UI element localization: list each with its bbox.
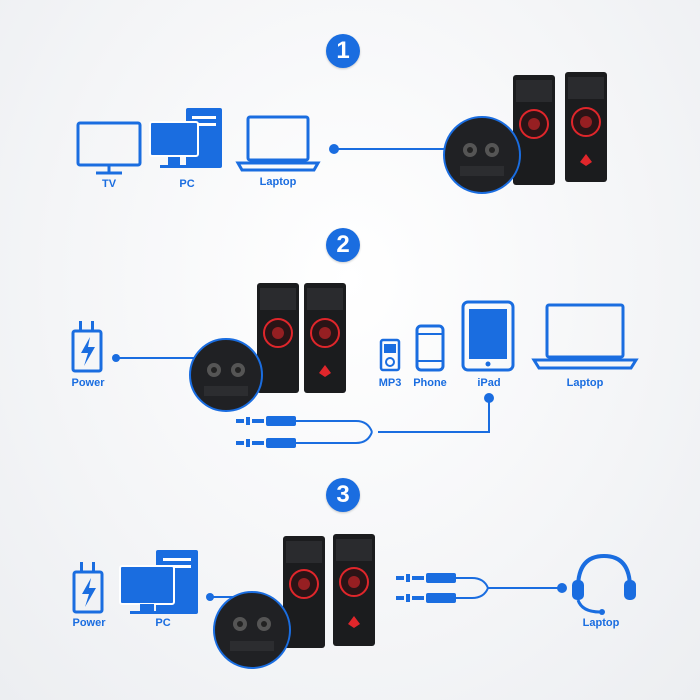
headset-icon [572,553,636,615]
tv-label: TV [101,178,117,190]
step-3-badge: 3 [326,478,360,512]
laptop-icon-1 [235,115,321,172]
mp3-label: MP3 [378,377,402,389]
speaker-set-2 [257,283,346,393]
pc-icon-3 [119,550,198,614]
step-2-badge: 2 [326,228,360,262]
laptop-icon-2 [531,303,639,370]
port-zoom-2 [189,338,263,412]
phone-icon [415,324,445,372]
speaker-set-1 [513,72,607,185]
power-plug-icon [71,321,103,373]
ipad-label: iPad [477,377,501,389]
power-label-2: Power [71,377,105,389]
mp3-icon [379,338,401,372]
section-3-cable [456,577,567,599]
tv-icon [76,121,142,175]
section-2-cable [296,393,494,444]
port-zoom-1 [443,116,521,194]
step-1-badge: 1 [326,34,360,68]
pc-icon [149,108,222,168]
pc-label-3: PC [155,617,171,629]
laptop-label-1: Laptop [259,176,297,188]
laptop-label-2: Laptop [566,377,604,389]
power-plug-icon-3 [72,562,104,614]
phone-label: Phone [413,377,447,389]
headset-label: Laptop [582,617,620,629]
audio-jacks-3 [396,573,456,603]
audio-jacks-2 [236,416,296,448]
ipad-icon [461,300,515,372]
port-zoom-3 [213,591,291,669]
power-label-3: Power [72,617,106,629]
pc-label: PC [179,178,195,190]
section-1-cable [329,144,450,154]
speaker-set-3 [283,534,375,648]
